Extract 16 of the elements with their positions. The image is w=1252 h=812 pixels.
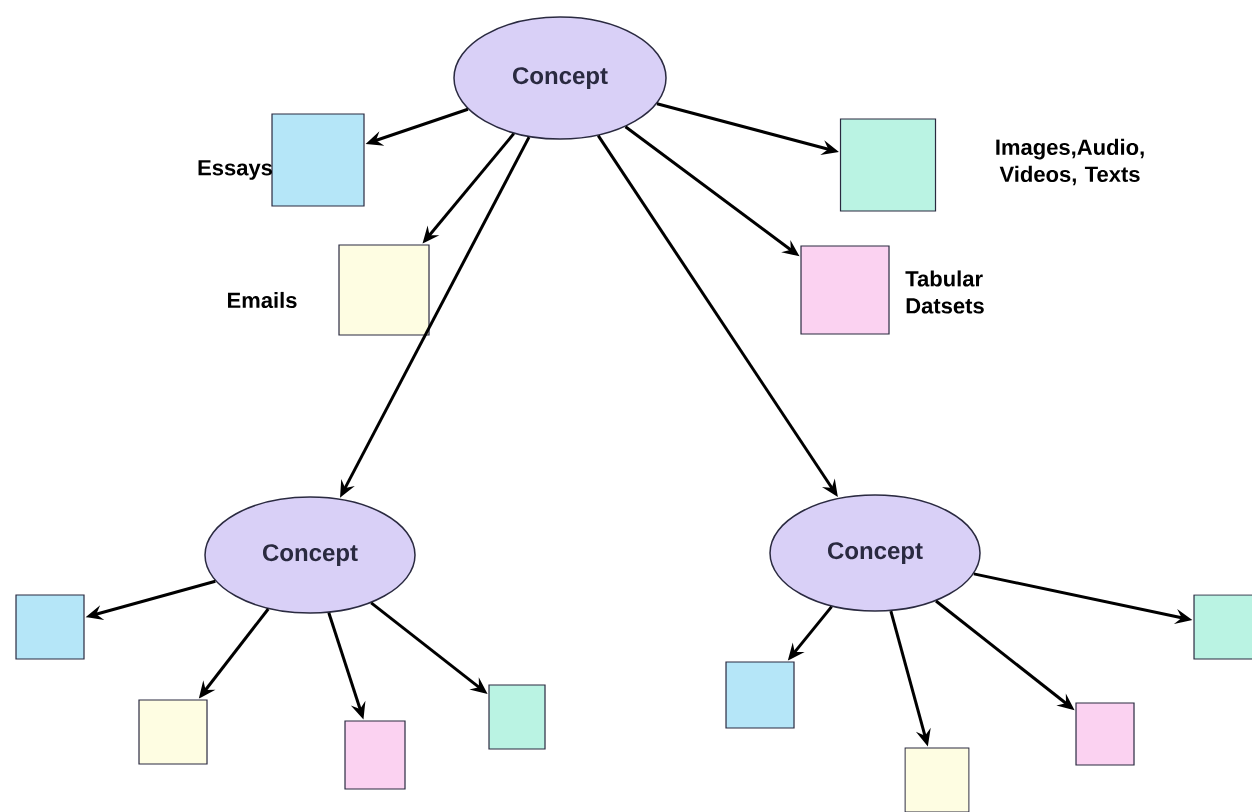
box-caption: Essays	[198, 160, 272, 180]
square-box	[839, 118, 937, 212]
square-box	[138, 699, 208, 765]
square-box	[1193, 594, 1252, 660]
square-box	[488, 684, 546, 750]
square-box	[15, 594, 85, 660]
square-box	[338, 244, 430, 336]
box-caption: Images,Audio, Videos, Texts	[996, 138, 1144, 186]
square-box	[1075, 702, 1135, 766]
square-box	[904, 747, 970, 812]
box-caption: Emails	[228, 291, 297, 309]
square-box	[725, 661, 795, 729]
square-box	[800, 245, 890, 335]
box-caption: Tabular Datsets	[905, 270, 984, 314]
square-box	[344, 720, 406, 790]
square-box	[271, 113, 365, 207]
